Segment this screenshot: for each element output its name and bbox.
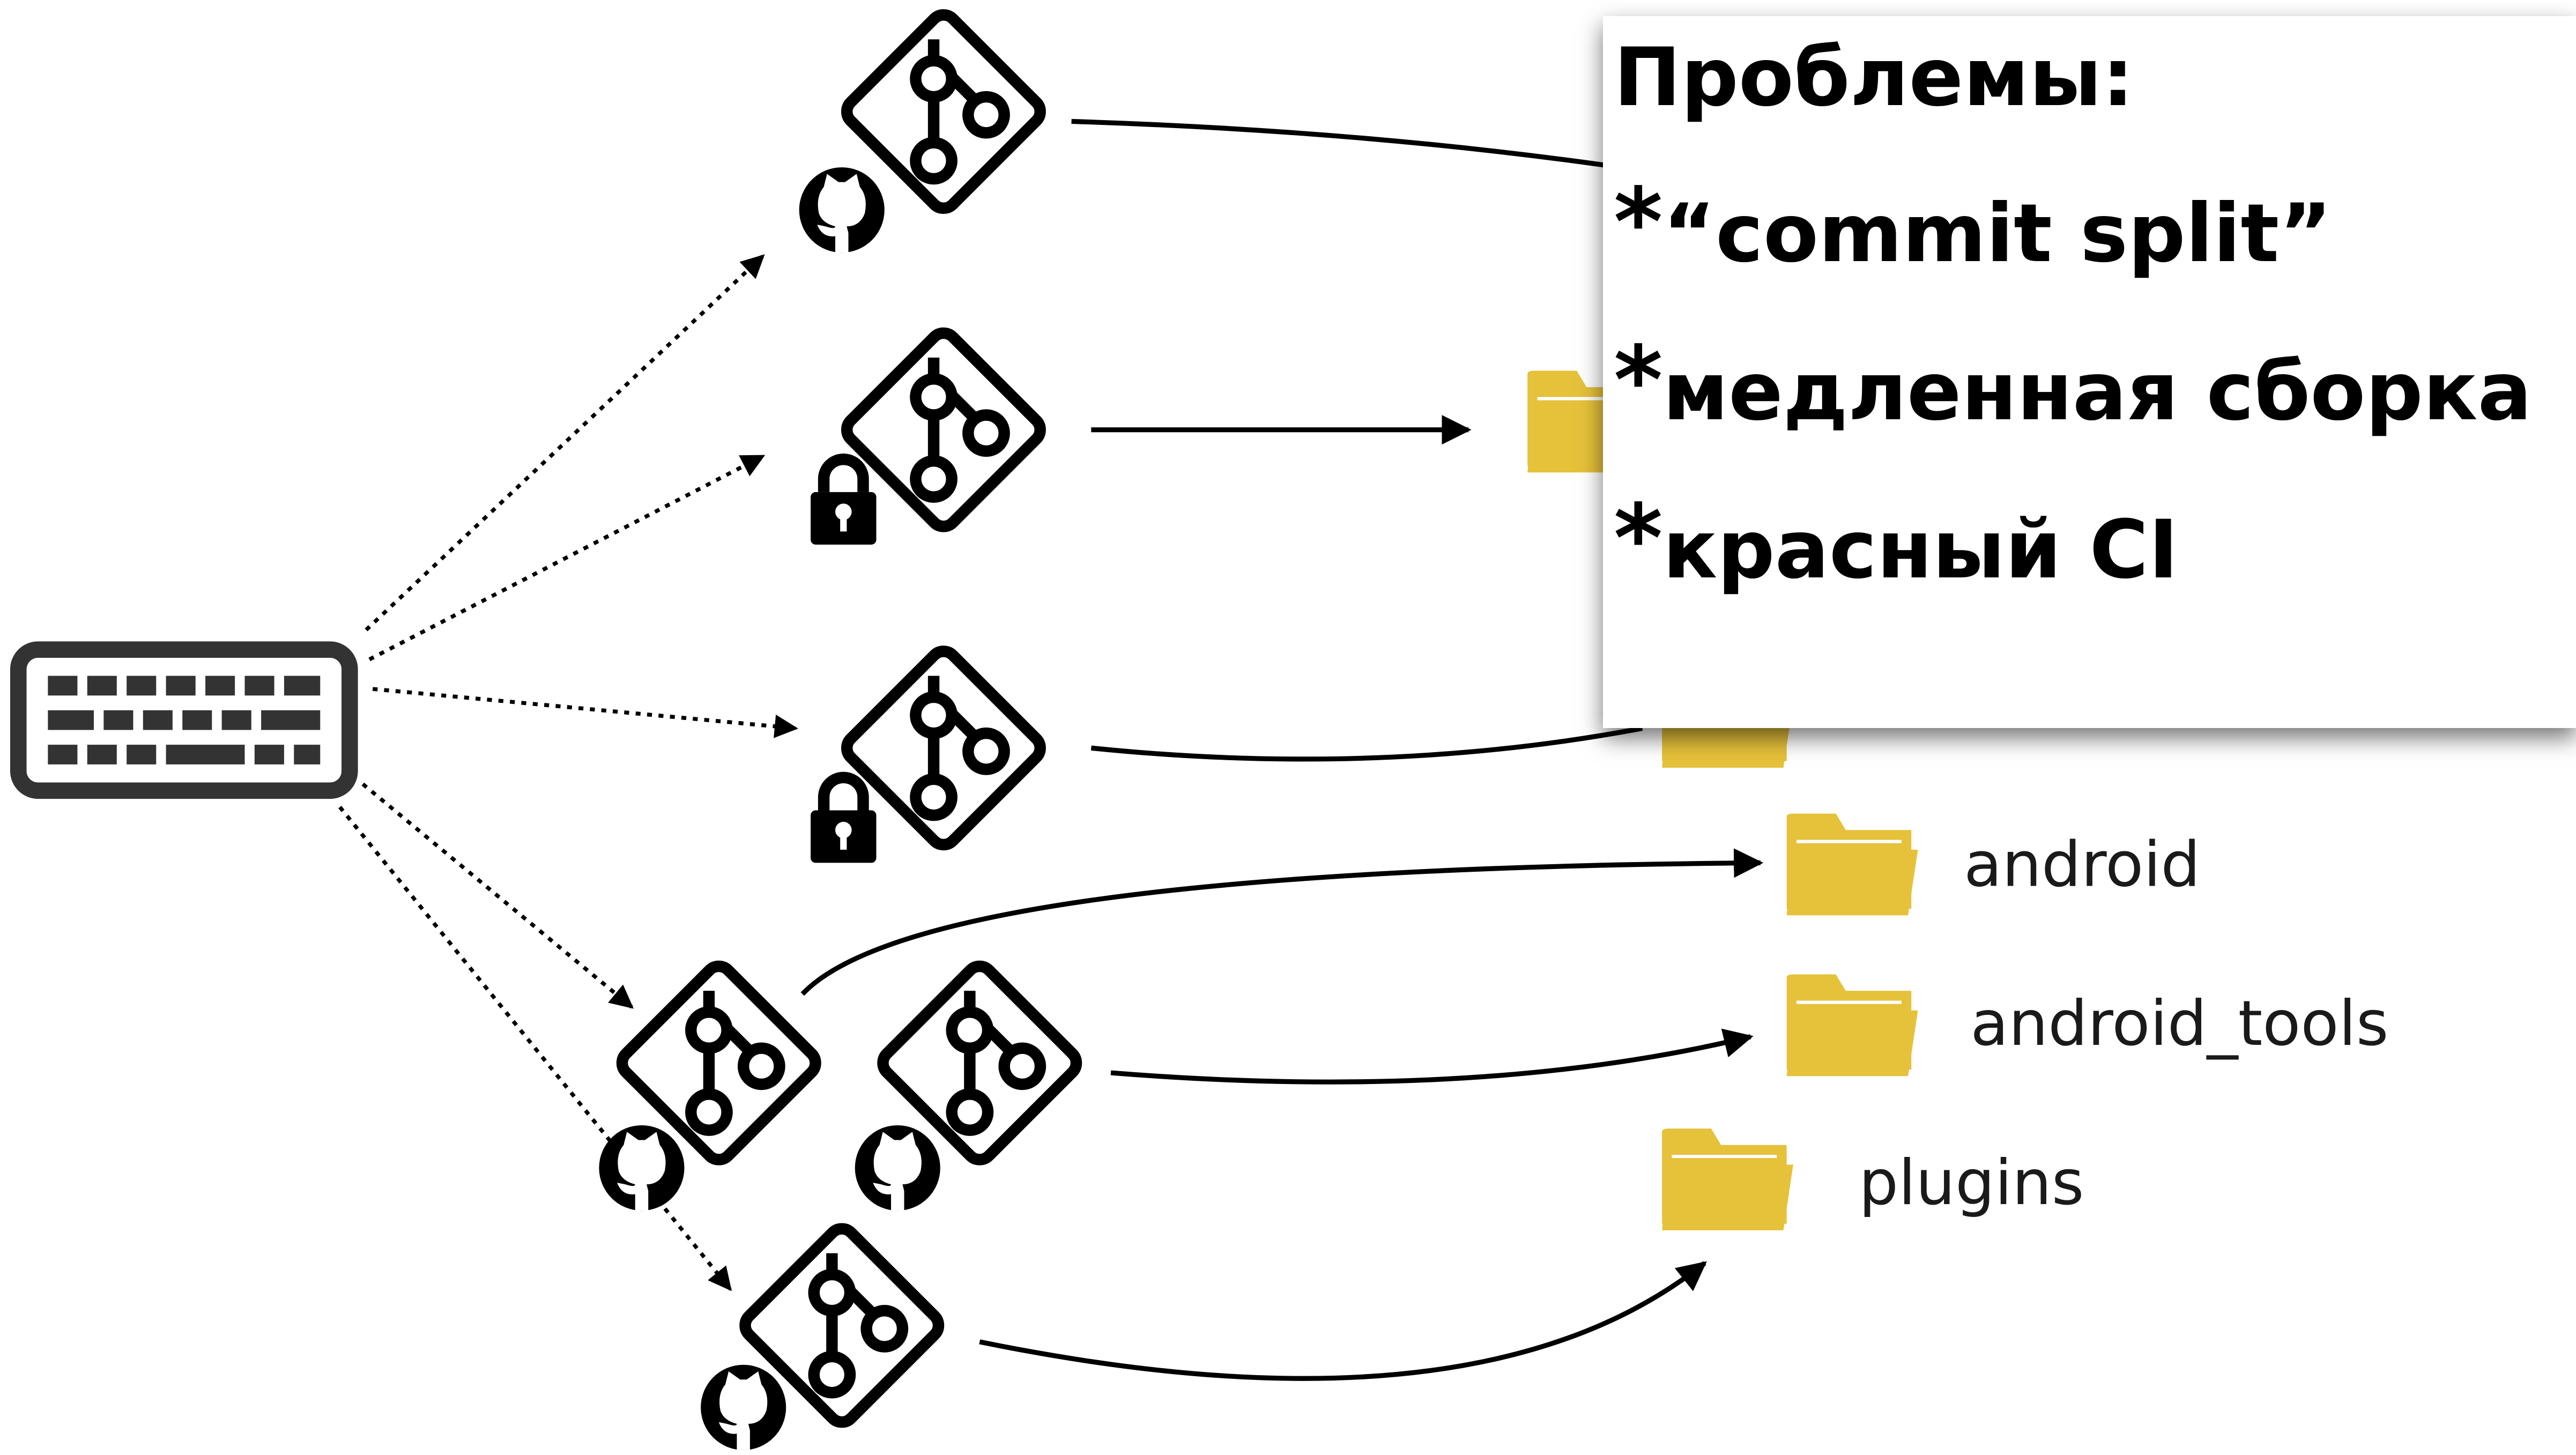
github-icon <box>599 1125 685 1211</box>
problem-text: медленная сборка <box>1662 345 2532 439</box>
problem-marker: * <box>1614 485 1663 593</box>
connector-repo-3 <box>372 687 798 738</box>
connector-repo-2 <box>368 454 766 662</box>
problems-title: Проблемы: <box>1614 31 2134 124</box>
problems-panel: Проблемы: *“commit split” *медленная сбо… <box>1603 16 2576 728</box>
problem-item: *медленная сборка <box>1614 334 2576 434</box>
problem-marker: * <box>1614 326 1663 435</box>
folder-label-android-tools: android_tools <box>1970 988 2388 1060</box>
github-icon <box>855 1125 940 1211</box>
folder-android: android <box>1786 813 2200 916</box>
connector-repo-4 <box>361 782 634 1009</box>
repo-connections <box>800 118 1764 1381</box>
problem-marker: * <box>1614 168 1663 277</box>
folder-android-tools: android_tools <box>1786 974 2388 1077</box>
problem-text: “commit split” <box>1662 187 2332 280</box>
keyboard-connections <box>338 254 798 1291</box>
folder-plugins: plugins <box>1662 1129 2084 1230</box>
connector-repo-6-plugins <box>979 1261 1707 1381</box>
lock-icon <box>811 459 876 545</box>
connector-repo-4-android <box>800 848 1764 996</box>
keyboard-icon <box>10 641 358 799</box>
connector-repo-6 <box>338 806 732 1291</box>
connector-repo-5-android-tools <box>1110 1028 1754 1085</box>
problem-text: красный CI <box>1662 503 2179 597</box>
folder-label-android: android <box>1964 828 2200 901</box>
folder-label-plugins: plugins <box>1859 1147 2084 1219</box>
connector-repo-3-folder <box>1090 726 1643 762</box>
connector-repo-1-folder <box>1071 118 1643 173</box>
problem-item: *“commit split” <box>1614 176 2576 276</box>
problem-item: *красный CI <box>1614 492 2576 592</box>
github-icon <box>799 167 885 253</box>
connector-repo-1 <box>365 254 765 632</box>
lock-icon <box>811 777 876 863</box>
github-icon <box>701 1364 786 1450</box>
